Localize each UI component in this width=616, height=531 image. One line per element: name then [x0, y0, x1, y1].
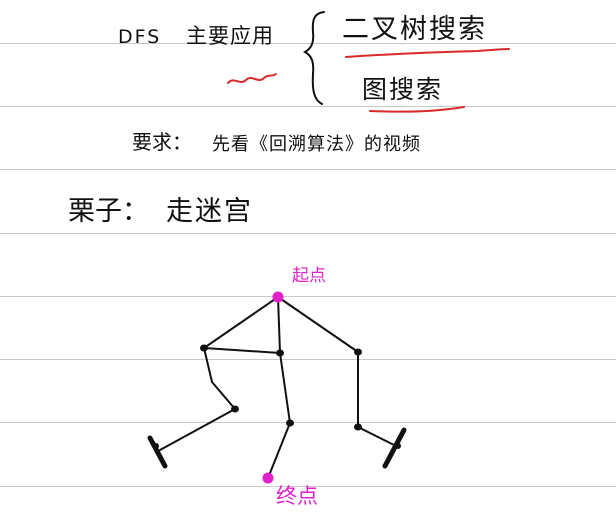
underline-graph — [369, 106, 465, 113]
requirement-label: 要求： — [132, 130, 192, 154]
ruled-line — [0, 359, 616, 360]
start-node — [272, 291, 284, 303]
application-binary-tree: 二叉树搜索 — [342, 14, 487, 45]
ruled-line — [0, 486, 616, 487]
ruled-line — [0, 422, 616, 423]
example-label: 栗子： — [68, 196, 149, 227]
dead-end-marker — [382, 427, 407, 469]
dead-end-marker — [147, 435, 168, 469]
squiggle-underline — [227, 73, 277, 84]
topic-suffix: 主要应用 — [186, 24, 274, 48]
end-label: 终点 — [276, 484, 318, 508]
end-node — [262, 472, 274, 484]
curly-brace — [302, 11, 325, 105]
maze-edges — [149, 296, 405, 479]
requirement-text: 先看《回溯算法》的视频 — [212, 134, 421, 155]
topic-prefix: DFS — [118, 26, 162, 48]
underline-binary-tree — [345, 48, 510, 58]
maze-nodes — [153, 344, 401, 449]
ruled-line — [0, 233, 616, 234]
ruled-line — [0, 43, 616, 44]
ruled-line — [0, 169, 616, 170]
ruled-line — [0, 106, 616, 107]
ruled-line — [0, 296, 616, 297]
example-text: 走迷宫 — [166, 196, 253, 227]
start-label: 起点 — [292, 266, 326, 286]
application-graph: 图搜索 — [362, 75, 444, 104]
